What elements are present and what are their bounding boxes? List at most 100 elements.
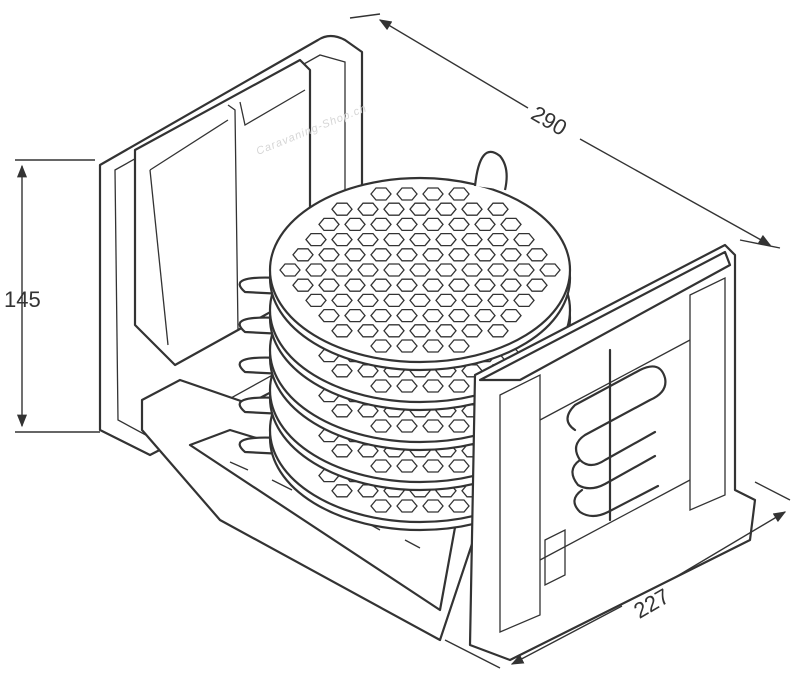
honeycomb-cell [344, 278, 366, 292]
honeycomb-cell [292, 278, 314, 292]
honeycomb-cell [357, 324, 379, 338]
honeycomb-cell [422, 419, 444, 433]
honeycomb-cell [500, 308, 522, 323]
honeycomb-cell [344, 217, 366, 232]
honeycomb-cell [370, 459, 392, 473]
honeycomb-cell [370, 308, 392, 323]
height-label: 145 [4, 287, 41, 312]
rack-rim [268, 176, 572, 364]
honeycomb-cell [422, 308, 444, 323]
honeycomb-cell [396, 308, 418, 323]
honeycomb-cell [344, 248, 366, 262]
front-frame [468, 243, 757, 662]
honeycomb-cell [500, 278, 522, 292]
honeycomb-cell [331, 404, 353, 418]
honeycomb-cell [526, 278, 548, 292]
honeycomb-cell [370, 419, 392, 433]
honeycomb-cell [279, 263, 301, 277]
honeycomb-cell [396, 217, 418, 232]
honeycomb-cell [435, 324, 457, 338]
honeycomb-cell [448, 499, 470, 513]
honeycomb-cell [357, 232, 379, 247]
honeycomb-cell [305, 232, 327, 247]
honeycomb-cell [474, 308, 496, 323]
honeycomb-cell [422, 339, 444, 353]
honeycomb-cell [474, 217, 496, 232]
honeycomb-cell [448, 339, 470, 353]
honeycomb-cell [383, 293, 405, 308]
honeycomb-cell [370, 278, 392, 292]
honeycomb-cell [357, 364, 379, 378]
honeycomb-cell [370, 217, 392, 232]
height-dimension: 145 [4, 159, 100, 433]
honeycomb-cell [396, 379, 418, 393]
honeycomb-cell [487, 293, 509, 308]
rack-top-tab [473, 150, 508, 191]
honeycomb-cell [357, 484, 379, 498]
honeycomb-cell [409, 324, 431, 338]
honeycomb-cell [305, 293, 327, 308]
honeycomb-cell [539, 263, 561, 277]
honeycomb-cell [461, 293, 483, 308]
honeycomb-cell [435, 263, 457, 277]
honeycomb-cell [461, 263, 483, 277]
honeycomb-cell [383, 202, 405, 216]
honeycomb-cell [448, 187, 470, 201]
honeycomb-cell [435, 202, 457, 216]
honeycomb-cell [526, 248, 548, 262]
honeycomb-cell [487, 232, 509, 247]
honeycomb-cell [448, 217, 470, 232]
honeycomb-cell [318, 308, 340, 323]
honeycomb-cell [344, 308, 366, 323]
honeycomb-cell [331, 263, 353, 277]
honeycomb-cell [357, 404, 379, 418]
honeycomb-cell [370, 499, 392, 513]
honeycomb-cell [461, 324, 483, 338]
width-label: 290 [527, 101, 571, 141]
grill-rack [238, 176, 572, 372]
honeycomb-cell [396, 187, 418, 201]
honeycomb-cell [331, 324, 353, 338]
honeycomb-cell [331, 484, 353, 498]
honeycomb-cell [422, 499, 444, 513]
honeycomb-grid [279, 187, 561, 353]
coil-handle [566, 348, 667, 522]
honeycomb-cell [357, 202, 379, 216]
honeycomb-cell [448, 248, 470, 262]
honeycomb-cell [370, 248, 392, 262]
honeycomb-cell [396, 248, 418, 262]
honeycomb-cell [435, 293, 457, 308]
honeycomb-cell [409, 293, 431, 308]
honeycomb-cell [461, 232, 483, 247]
honeycomb-cell [487, 202, 509, 216]
honeycomb-cell [448, 308, 470, 323]
honeycomb-cell [331, 202, 353, 216]
honeycomb-cell [500, 248, 522, 262]
honeycomb-cell [396, 499, 418, 513]
honeycomb-cell [487, 263, 509, 277]
honeycomb-cell [422, 379, 444, 393]
honeycomb-cell [383, 232, 405, 247]
honeycomb-cell [448, 459, 470, 473]
honeycomb-cell [474, 278, 496, 292]
honeycomb-cell [383, 324, 405, 338]
honeycomb-cell [513, 232, 535, 247]
honeycomb-cell [422, 278, 444, 292]
honeycomb-cell [383, 263, 405, 277]
honeycomb-cell [513, 293, 535, 308]
honeycomb-cell [422, 217, 444, 232]
honeycomb-cell [396, 278, 418, 292]
honeycomb-cell [422, 459, 444, 473]
honeycomb-cell [331, 364, 353, 378]
honeycomb-cell [331, 293, 353, 308]
honeycomb-cell [292, 248, 314, 262]
honeycomb-cell [396, 419, 418, 433]
honeycomb-cell [422, 187, 444, 201]
honeycomb-cell [448, 419, 470, 433]
honeycomb-cell [318, 278, 340, 292]
honeycomb-cell [474, 248, 496, 262]
honeycomb-cell [448, 379, 470, 393]
honeycomb-cell [357, 444, 379, 458]
honeycomb-cell [318, 248, 340, 262]
